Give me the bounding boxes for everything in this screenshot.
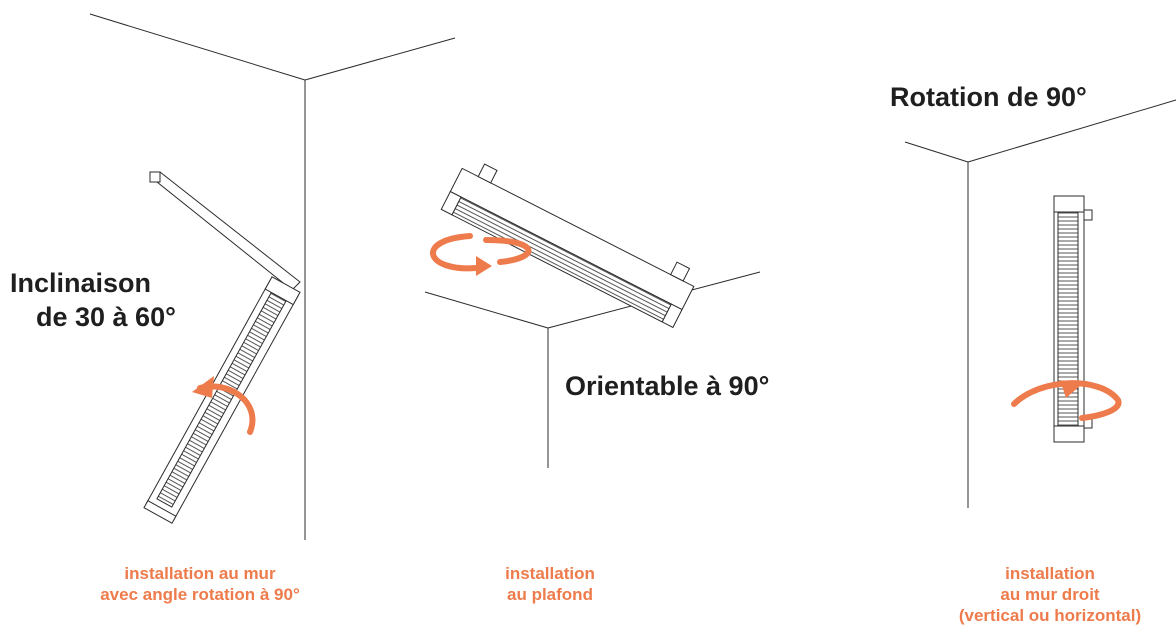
panel-1-heading-line-2: de 30 à 60° [36, 302, 176, 332]
panel-2-caption-line-1: installation [505, 564, 595, 583]
panel-3-heading: Rotation de 90° [890, 80, 1087, 114]
vertical-heater [1053, 195, 1093, 443]
panel-3-caption-line-2: au mur droit [1000, 585, 1100, 604]
rotation-arrow-icon [476, 256, 492, 276]
tilted-heater [143, 171, 301, 524]
rotation-arrow-icon [430, 233, 479, 272]
panel-1-caption-line-2: avec angle rotation à 90° [100, 585, 300, 604]
panel-3-heading-line-1: Rotation de 90° [890, 82, 1087, 112]
panel-3-caption-line-3: (vertical ou horizontal) [958, 606, 1142, 625]
panel-1-caption: installation au mur avec angle rotation … [60, 563, 340, 605]
panel-2-caption-line-2: au plafond [507, 585, 593, 604]
panel-2-heading-line-1: Orientable à 90° [565, 371, 770, 401]
panel-2-caption: installation au plafond [470, 563, 630, 605]
panel-1-caption-line-1: installation au mur [124, 564, 276, 583]
ceiling-heater [440, 163, 695, 329]
rotation-arrow-icon [192, 376, 214, 398]
rotation-arrow-icon [1060, 380, 1080, 398]
panel-1-heading: Inclinaison de 30 à 60° [10, 266, 176, 334]
wall-corner-right [904, 99, 1176, 508]
panel-3-caption-line-1: installation [1005, 564, 1095, 583]
rotation-arrow-icon [1011, 380, 1122, 421]
rotation-arrow-icon [483, 237, 532, 265]
panel-2-heading: Orientable à 90° [565, 369, 769, 403]
panel-1-heading-line-1: Inclinaison [10, 268, 152, 298]
wall-corner-left [89, 13, 456, 540]
panel-3-caption: installation au mur droit (vertical ou h… [930, 563, 1170, 626]
